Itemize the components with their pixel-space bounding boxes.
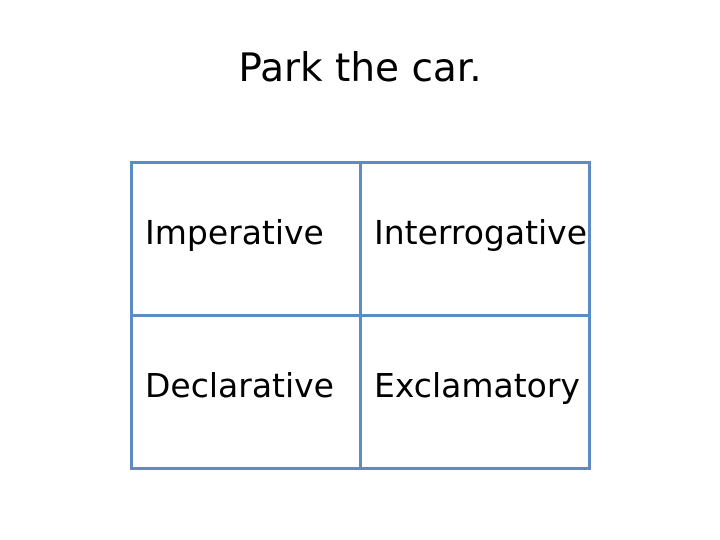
cell-label: Exclamatory [374,366,580,405]
sentence-type-table: Imperative Interrogative Declarative Exc… [130,161,591,470]
cell-label: Interrogative [374,213,588,252]
table-body: Imperative Interrogative Declarative Exc… [130,161,591,470]
table-cell-exclamatory[interactable]: Exclamatory [359,314,591,470]
cell-label: Imperative [145,213,324,252]
cell-label: Declarative [145,366,334,405]
table-row: Declarative Exclamatory [130,314,591,470]
table-cell-interrogative[interactable]: Interrogative [359,161,591,317]
table-cell-declarative[interactable]: Declarative [130,314,362,470]
table-row: Imperative Interrogative [130,161,591,317]
page-title: Park the car. [238,46,482,91]
table-cell-imperative[interactable]: Imperative [130,161,362,317]
